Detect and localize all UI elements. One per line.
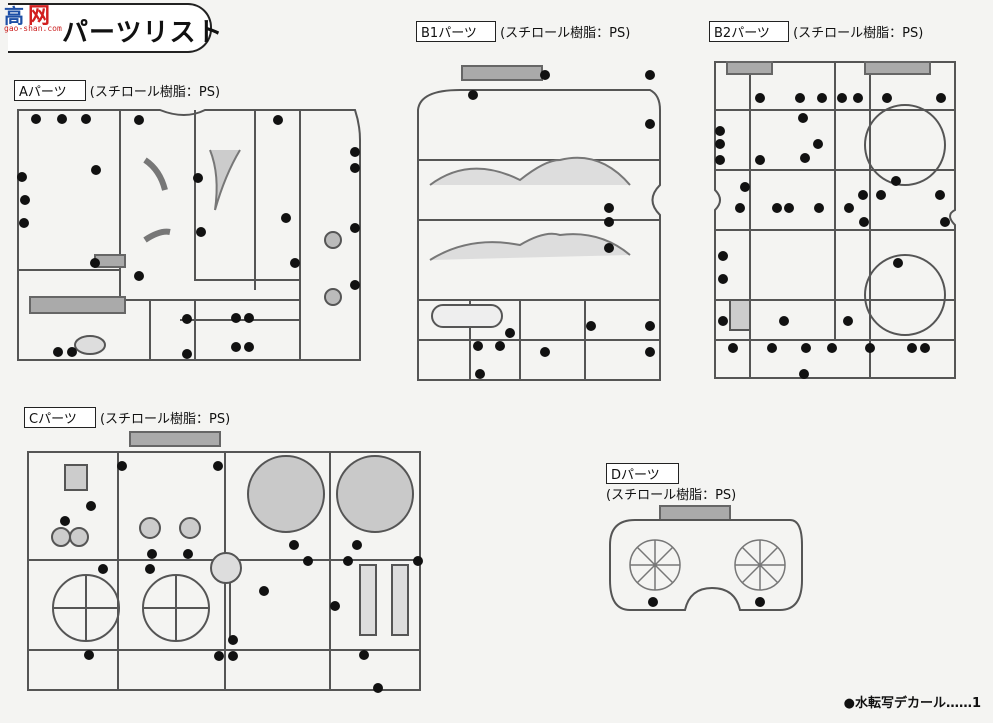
runner-b1	[417, 65, 661, 381]
runner-d-callouts	[648, 597, 765, 607]
page-title: パーツリスト	[62, 18, 224, 48]
part-label-b1: B1パーツ (スチロール樹脂：PS)	[416, 21, 630, 42]
part-a-name: Aパーツ	[14, 80, 86, 101]
part-d-material: (スチロール樹脂：PS)	[606, 488, 737, 503]
part-b2-material: (スチロール樹脂：PS)	[793, 26, 924, 41]
site-logo: 高 网 gao-shan.com	[0, 0, 72, 36]
runner-d	[609, 505, 803, 611]
logo-char-1: 高	[4, 4, 24, 28]
part-label-a: Aパーツ (スチロール樹脂：PS)	[14, 80, 220, 101]
part-b2-name: B2パーツ	[709, 21, 789, 42]
logo-char-2: 网	[28, 4, 51, 29]
decal-note: ●水転写デカール……1	[843, 696, 981, 711]
runner-b1-callouts	[468, 70, 655, 379]
part-label-b2: B2パーツ (スチロール樹脂：PS)	[709, 21, 923, 42]
runner-b2	[714, 61, 956, 379]
title-banner	[8, 3, 212, 53]
part-label-d: Dパーツ (スチロール樹脂：PS)	[606, 463, 736, 503]
part-d-name: Dパーツ	[606, 463, 679, 484]
logo-site-text: gao-shan.com	[4, 24, 62, 33]
part-label-c: Cパーツ (スチロール樹脂：PS)	[24, 407, 230, 428]
runner-a-callouts	[17, 114, 360, 359]
part-b1-name: B1パーツ	[416, 21, 496, 42]
part-c-material: (スチロール樹脂：PS)	[99, 412, 231, 427]
part-b1-material: (スチロール樹脂：PS)	[500, 26, 631, 41]
runner-c	[27, 431, 421, 691]
runner-a	[17, 109, 361, 361]
part-a-material: (スチロール樹脂：PS)	[89, 85, 221, 100]
part-c-name: Cパーツ	[24, 407, 96, 428]
